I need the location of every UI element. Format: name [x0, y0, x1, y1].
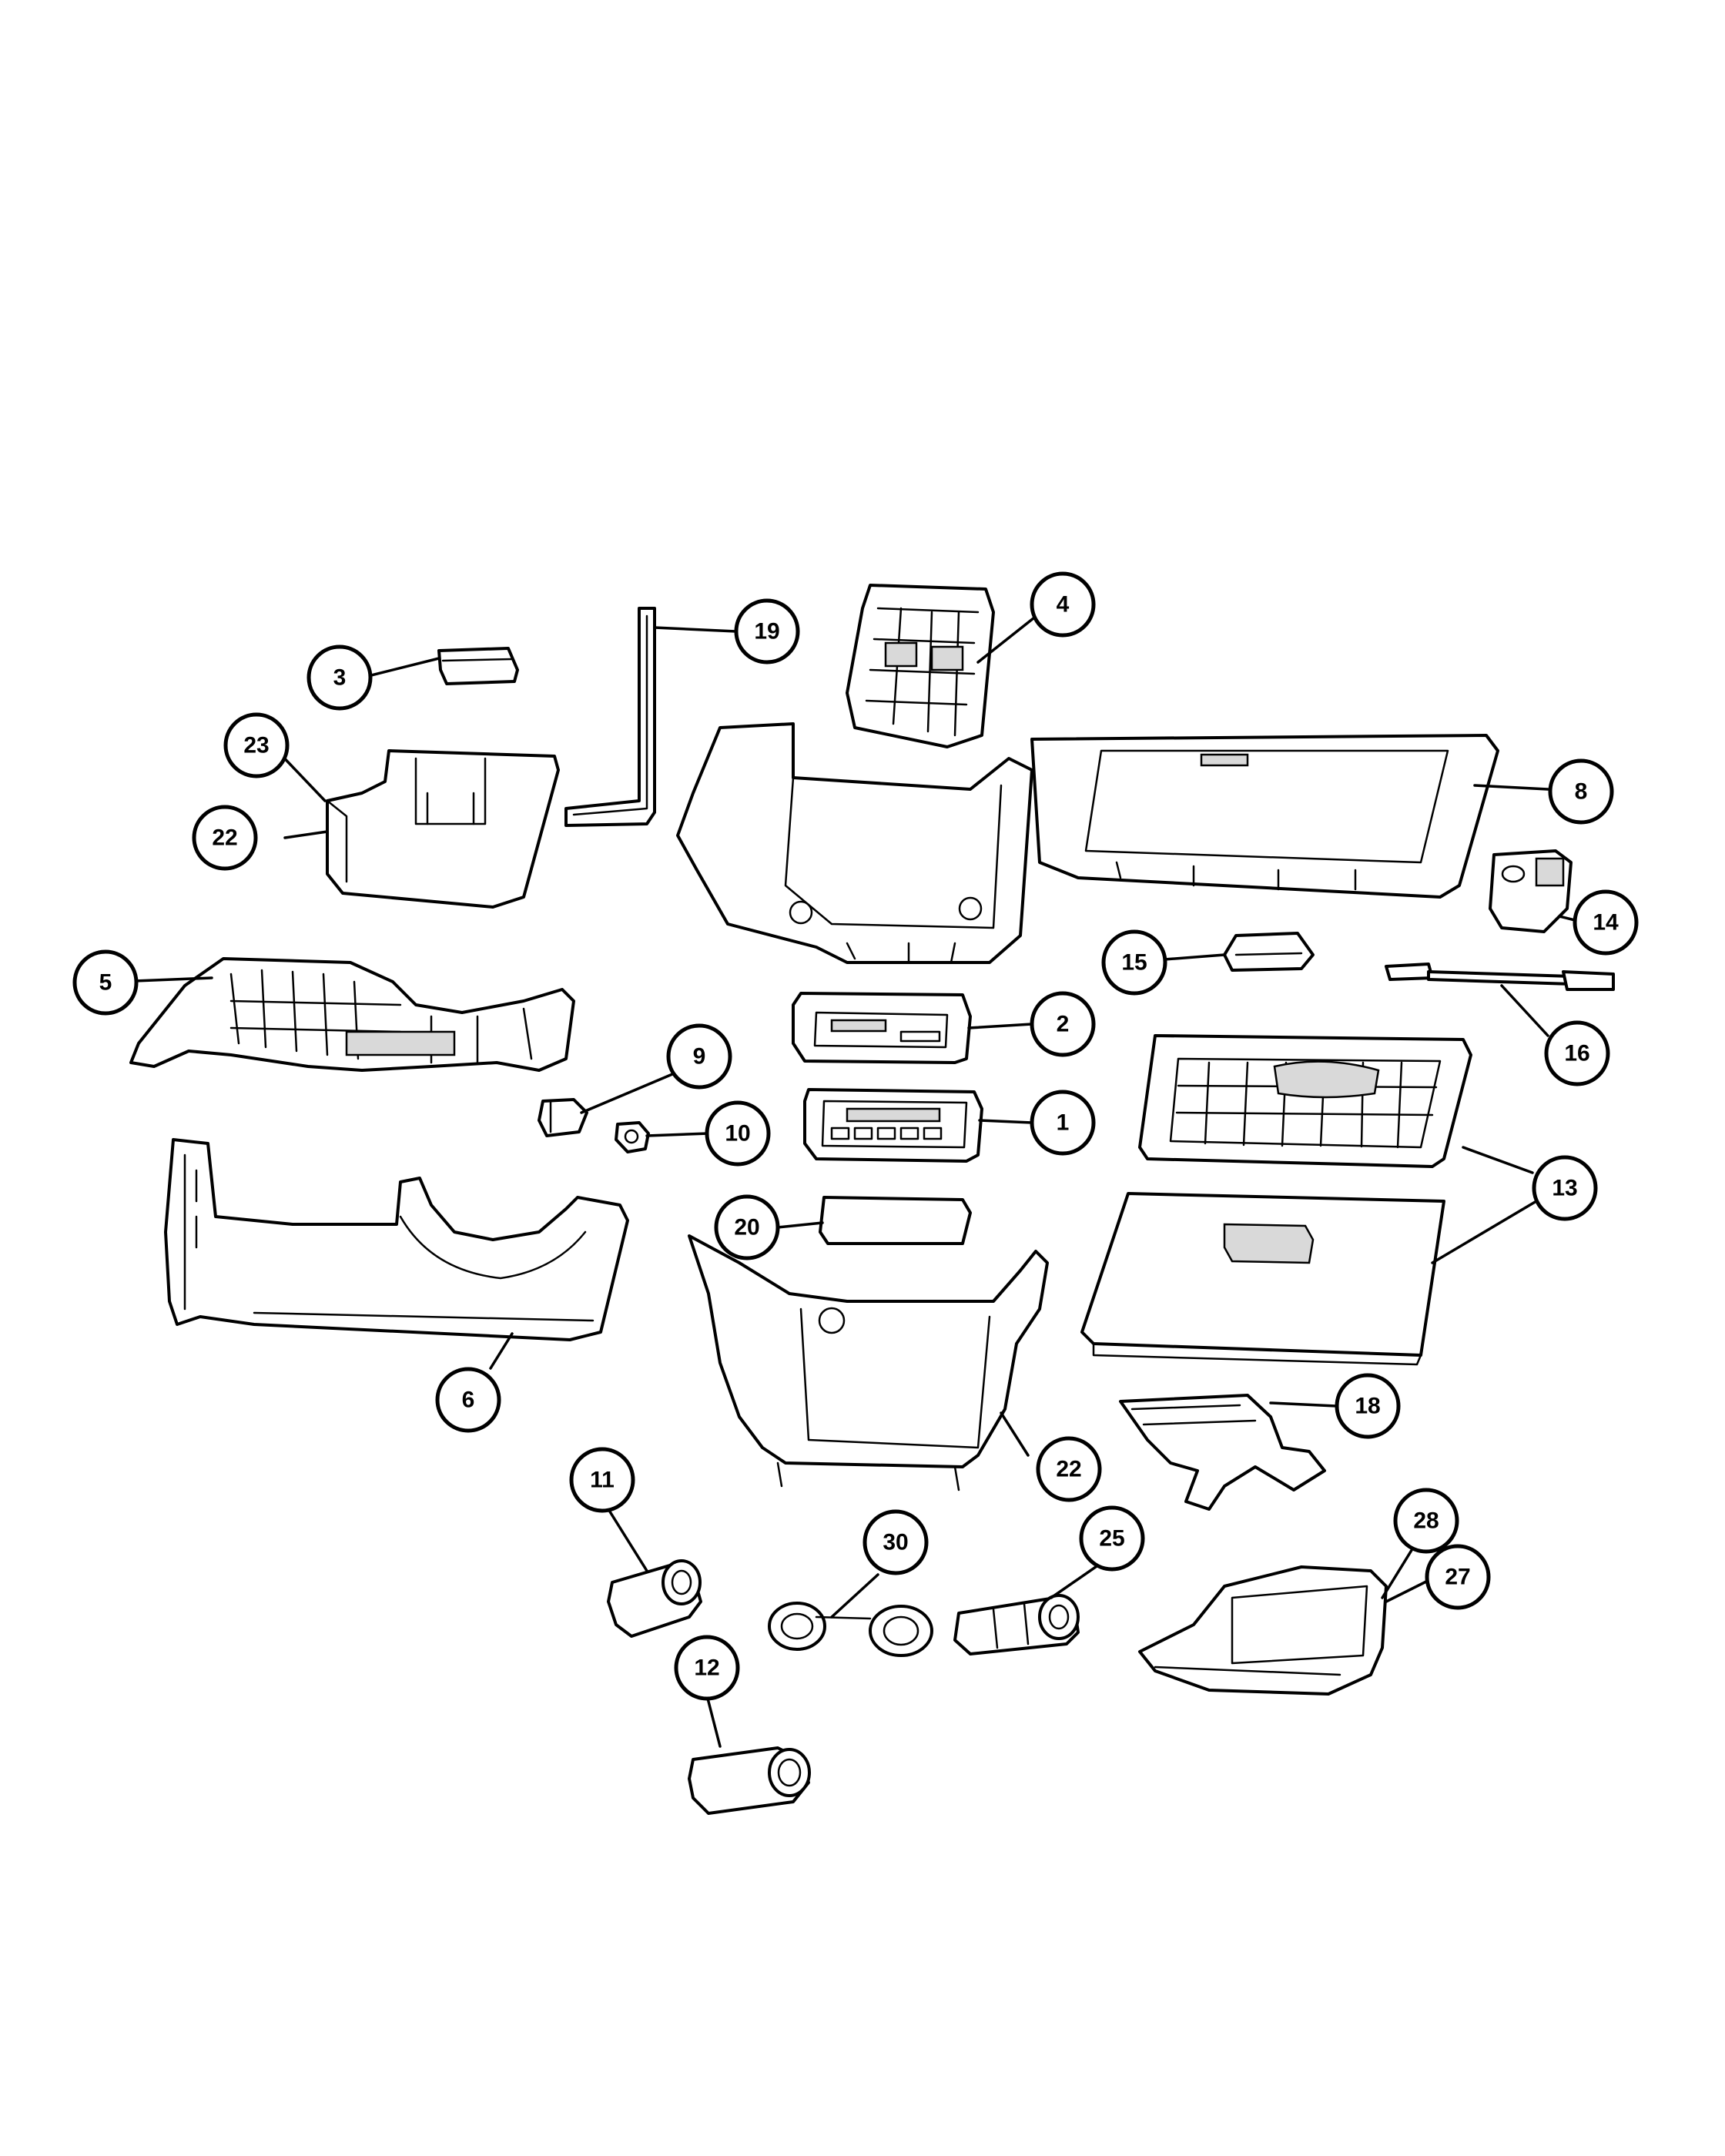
part-3-clip [437, 647, 519, 685]
callout-12: 12 [674, 1635, 740, 1701]
callout-27: 27 [1425, 1544, 1491, 1610]
callout-label-5: 5 [99, 970, 112, 996]
callout-label-10: 10 [725, 1121, 750, 1147]
callout-3: 3 [306, 644, 373, 711]
callout-label-18: 18 [1355, 1394, 1380, 1419]
part-12-lighter-sleeve [688, 1746, 811, 1815]
callout-14: 14 [1573, 889, 1639, 956]
callout-10: 10 [705, 1100, 771, 1167]
part-22-upper-bin [326, 749, 560, 909]
part-25-lighter [953, 1594, 1080, 1656]
part-10-clip [615, 1121, 650, 1153]
callout-22-lower: 22 [1036, 1436, 1102, 1502]
callout-label-28: 28 [1413, 1508, 1439, 1534]
callout-11: 11 [569, 1447, 635, 1513]
callout-15: 15 [1101, 929, 1167, 996]
part-28-27-tray [1138, 1565, 1388, 1696]
callout-9: 9 [666, 1023, 732, 1090]
center-bezel [676, 722, 1033, 964]
callout-28: 28 [1393, 1488, 1459, 1554]
callout-22-upper: 22 [192, 805, 258, 871]
part-6-knee-bolster [164, 1138, 629, 1341]
callout-label-3: 3 [333, 665, 347, 691]
callout-5: 5 [72, 949, 139, 1016]
callout-16: 16 [1544, 1020, 1610, 1086]
callout-label-22-upper: 22 [212, 825, 237, 851]
part-13-glovebox-inner [1138, 1034, 1472, 1168]
callout-label-23: 23 [243, 733, 269, 758]
part-9-bracket [538, 1098, 588, 1137]
callout-18: 18 [1335, 1373, 1401, 1439]
callout-label-25: 25 [1099, 1526, 1124, 1552]
callout-2: 2 [1030, 991, 1096, 1057]
callout-20: 20 [714, 1194, 780, 1260]
callout-label-1: 1 [1057, 1110, 1070, 1136]
part-18-bracket [1119, 1394, 1326, 1511]
callout-label-9: 9 [693, 1044, 706, 1070]
callout-label-12: 12 [694, 1656, 719, 1681]
part-5-reinforcement [129, 957, 575, 1072]
part-15-latch [1223, 932, 1315, 972]
part-11-lighter-base [607, 1559, 702, 1638]
callout-19: 19 [734, 598, 800, 665]
callout-label-16: 16 [1564, 1041, 1589, 1066]
callout-label-8: 8 [1575, 779, 1588, 805]
part-19-bracket [564, 607, 656, 827]
callout-6: 6 [435, 1367, 501, 1433]
callout-label-6: 6 [462, 1388, 475, 1413]
part-1-radio [803, 1088, 983, 1163]
part-13-glovebox-door [1080, 1192, 1445, 1366]
part-22-console-bezel [688, 1234, 1049, 1491]
callout-label-15: 15 [1121, 950, 1147, 976]
callout-label-30: 30 [883, 1530, 908, 1555]
callout-25: 25 [1079, 1505, 1145, 1572]
callout-8: 8 [1548, 758, 1614, 825]
part-8-panel-upper [1030, 734, 1499, 899]
part-16-rod [1385, 962, 1615, 991]
part-4-mounting-bracket [846, 584, 995, 748]
callout-label-4: 4 [1057, 592, 1070, 618]
callout-4: 4 [1030, 571, 1096, 638]
part-20-trim-strip [819, 1196, 972, 1245]
callout-label-14: 14 [1593, 910, 1619, 936]
callout-label-11: 11 [590, 1468, 615, 1493]
callout-label-20: 20 [734, 1215, 759, 1240]
part-30-rings [768, 1602, 933, 1657]
callout-30: 30 [862, 1509, 929, 1575]
callout-1: 1 [1030, 1090, 1096, 1156]
callout-label-22-lower: 22 [1056, 1457, 1081, 1482]
callout-23: 23 [223, 712, 290, 778]
callout-label-19: 19 [754, 619, 779, 644]
part-14-switch [1489, 849, 1573, 933]
part-2-radio [792, 992, 972, 1064]
callout-13: 13 [1532, 1155, 1598, 1221]
callout-label-27: 27 [1445, 1565, 1470, 1590]
callout-label-13: 13 [1552, 1176, 1577, 1201]
callout-label-2: 2 [1057, 1012, 1070, 1037]
